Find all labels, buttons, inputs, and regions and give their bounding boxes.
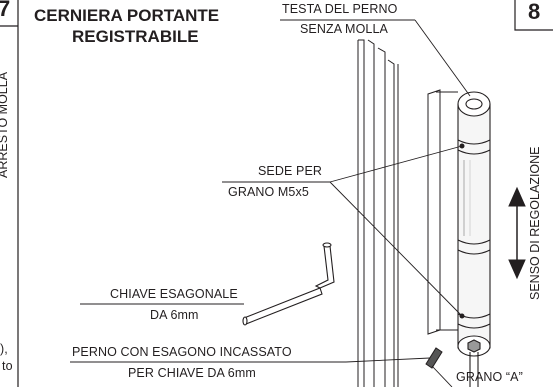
label-key-1: CHIAVE ESAGONALE [110, 287, 238, 301]
hex-socket [467, 339, 481, 353]
hinge-leaf [427, 89, 460, 335]
label-direction: SENSO DI REGOLAZIONE [528, 146, 542, 300]
label-seat-1: SEDE PER [258, 164, 323, 178]
left-edge-text-2: to [2, 359, 13, 373]
grub-screw [425, 347, 443, 369]
hinge-barrel [457, 91, 491, 387]
frame-profile [357, 39, 399, 387]
right-page-number: 8 [528, 0, 541, 24]
left-page-number: 7 [0, 0, 11, 21]
label-pin-2: PER CHIAVE DA 6mm [128, 366, 256, 380]
label-pin-head-1: TESTA DEL PERNO [282, 2, 398, 16]
label-key-2: DA 6mm [150, 308, 199, 322]
label-grub-screw: GRANO “A” [456, 370, 523, 384]
label-pin-head-2: SENZA MOLLA [300, 22, 388, 36]
label-seat-2: GRANO M5x5 [228, 185, 309, 199]
direction-arrow [508, 186, 526, 280]
pin-head [457, 91, 491, 117]
title-line-1: CERNIERA PORTANTE [34, 6, 220, 25]
left-edge-text-1: ), [0, 342, 8, 356]
label-pin-1: PERNO CON ESAGONO INCASSATO [72, 345, 292, 359]
right-page-box [514, 0, 553, 31]
leader-lines [70, 19, 471, 387]
title-line-2: REGISTRABILE [72, 27, 199, 46]
hex-key [242, 242, 335, 326]
left-vertical-label: ARRESTO MOLLA [0, 71, 10, 178]
